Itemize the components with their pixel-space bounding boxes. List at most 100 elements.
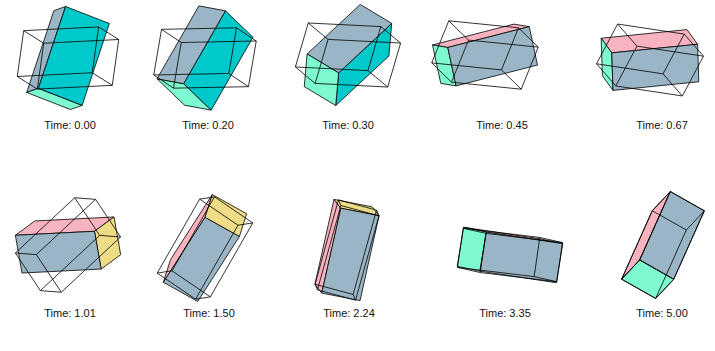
- wireframe-edge: [154, 73, 229, 75]
- box-frame: [457, 227, 563, 282]
- wireframe-edge: [432, 63, 502, 70]
- box-frame: [154, 6, 256, 110]
- wireframe-edge: [618, 24, 637, 46]
- wireframe-edge: [295, 23, 308, 67]
- wireframe-edge: [315, 39, 328, 83]
- wireframe-edge: [597, 64, 616, 86]
- wireframe-edge: [229, 28, 237, 74]
- wireframe-edge: [162, 29, 182, 42]
- wireframe-edge: [15, 253, 40, 291]
- wireframe-edge: [663, 34, 684, 74]
- wireframe-edge: [36, 255, 61, 293]
- wireframe-edge: [317, 290, 355, 300]
- wireframe-edge: [388, 43, 401, 87]
- wireframe-edge: [196, 297, 211, 299]
- wireframe-edge: [99, 27, 119, 40]
- wireframe-edge: [172, 197, 214, 271]
- wireframe-edge: [652, 211, 686, 230]
- wireframe-edge: [540, 237, 563, 242]
- box-face: [322, 208, 379, 300]
- wireframe-edge: [36, 199, 95, 254]
- time-label: Time: 5.00: [636, 307, 688, 319]
- wireframe-edge: [196, 225, 238, 299]
- box-face: [601, 38, 613, 90]
- box-face: [612, 44, 699, 90]
- wireframe-edge: [534, 277, 557, 282]
- wireframe-edge: [200, 197, 215, 199]
- wireframe-edge: [684, 34, 703, 56]
- wireframe-edge: [457, 228, 463, 267]
- wireframe-edge: [557, 243, 563, 282]
- wireframe-edge: [618, 24, 685, 34]
- wireframe-edge: [210, 223, 252, 297]
- time-label: Time: 2.24: [323, 307, 375, 319]
- wireframe-edge: [92, 73, 112, 86]
- time-label: Time: 3.35: [479, 307, 531, 319]
- time-label: Time: 0.30: [322, 119, 374, 131]
- wireframe-edge: [670, 192, 704, 211]
- wireframe-edge: [40, 235, 99, 290]
- wireframe-edge: [308, 23, 328, 39]
- wireframe-edge: [353, 210, 376, 294]
- wireframe-edge: [44, 39, 119, 43]
- wireframe-edge: [518, 28, 538, 47]
- wireframe-edge: [75, 198, 96, 200]
- box-frame: [622, 192, 705, 299]
- wireframe-edge: [200, 199, 238, 225]
- wireframe-edge: [356, 216, 379, 300]
- wireframe-edge: [597, 64, 664, 74]
- wireframe-edge: [381, 27, 401, 43]
- box-frame: [15, 198, 120, 292]
- time-label: Time: 1.50: [183, 307, 235, 319]
- wireframe-edge: [237, 28, 257, 41]
- box-frame: [597, 24, 704, 96]
- wireframe-edge: [15, 198, 74, 253]
- wireframe-edge: [480, 233, 486, 272]
- wireframe-edge: [173, 43, 181, 89]
- wireframe-edge: [452, 40, 469, 82]
- wireframe-edge: [24, 27, 99, 31]
- wireframe-edge: [616, 46, 637, 86]
- wireframe-edge: [229, 73, 249, 86]
- wireframe-edge: [656, 230, 687, 298]
- wireframe-edge: [173, 87, 248, 89]
- box-frame: [157, 195, 253, 302]
- wireframe-edge: [17, 73, 92, 77]
- wireframe-edge: [449, 21, 519, 28]
- box-face: [205, 195, 247, 237]
- wireframe-edge: [469, 40, 539, 47]
- wireframe-edge: [486, 233, 563, 242]
- wireframe-edge: [616, 86, 683, 96]
- wireframe-edge: [317, 206, 340, 290]
- wireframe-edge: [328, 39, 401, 43]
- wireframe-edge: [295, 67, 368, 71]
- box-face: [448, 27, 538, 86]
- wireframe-edge: [501, 28, 518, 70]
- wireframe-edge: [457, 267, 534, 276]
- wireframe-edge: [157, 273, 195, 299]
- wireframe-edge: [597, 24, 618, 64]
- wireframe-edge: [172, 271, 210, 297]
- wireframe-edge: [295, 67, 315, 83]
- wireframe-edge: [463, 228, 540, 237]
- wireframe-edge: [368, 71, 388, 87]
- wireframe-edge: [37, 43, 43, 89]
- wireframe-edge: [534, 237, 540, 276]
- time-label: Time: 1.01: [44, 307, 96, 319]
- wireframe-edge: [315, 83, 388, 87]
- wireframe-edge: [315, 284, 353, 294]
- wireframe-edge: [157, 271, 172, 273]
- wireframe-edge: [480, 273, 557, 282]
- time-label: Time: 0.20: [182, 119, 234, 131]
- wireframe-edge: [40, 291, 61, 293]
- wireframe-edge: [341, 206, 379, 216]
- wireframe-edge: [315, 200, 338, 284]
- wireframe-edge: [61, 237, 120, 292]
- box-frame: [17, 6, 118, 109]
- wireframe-edge: [214, 197, 252, 223]
- wireframe-edge: [432, 21, 449, 63]
- wireframe-edge: [154, 29, 162, 75]
- wireframe-edge: [452, 82, 522, 89]
- wireframe-edge: [100, 235, 121, 237]
